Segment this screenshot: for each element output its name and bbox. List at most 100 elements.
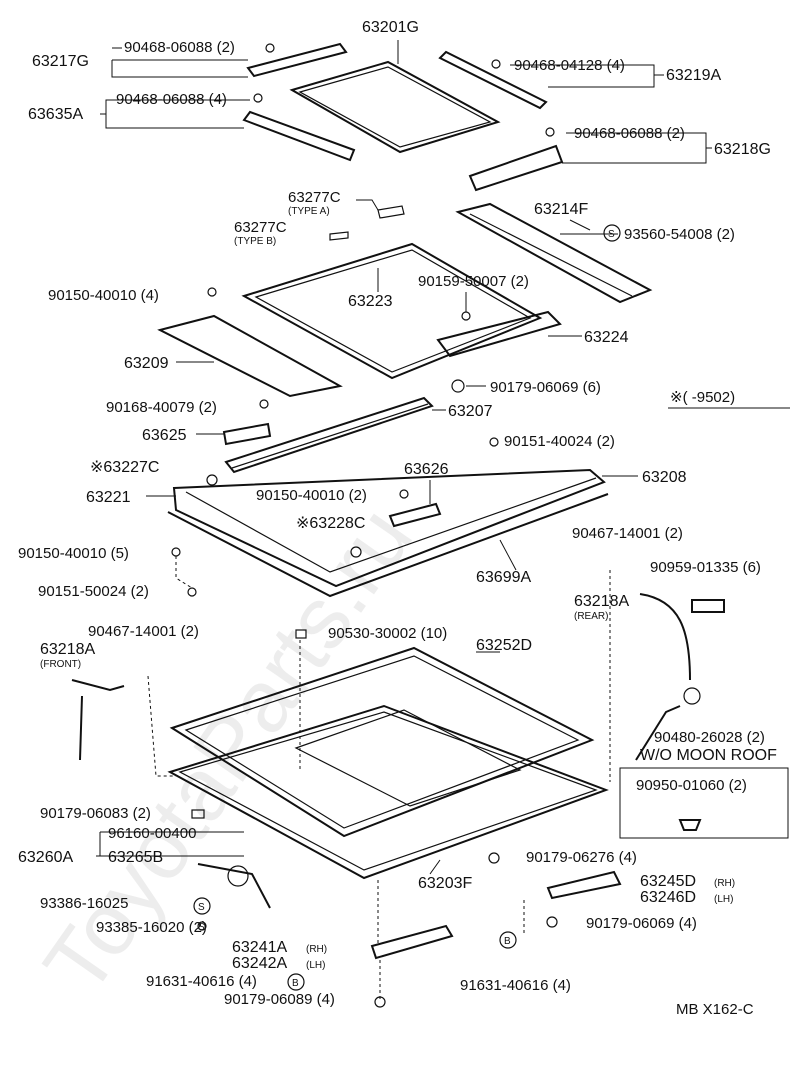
leader-63218G <box>562 132 712 164</box>
link-63209 <box>157 314 343 398</box>
bracket-63626 <box>388 502 442 528</box>
clip-icon <box>265 43 275 53</box>
label-63207: 63207 <box>448 403 493 420</box>
bolt-icon <box>207 287 217 297</box>
s-mark-3: S <box>198 922 205 933</box>
moon-roof-box <box>619 767 789 839</box>
label-63242A: 63242A <box>232 955 287 972</box>
label-90179-06276: 90179-06276 (4) <box>526 849 637 866</box>
leader-63214F <box>569 219 591 231</box>
label-63260A: 63260A <box>18 849 73 866</box>
frame-63223 <box>241 242 543 380</box>
guide-63207 <box>224 396 434 474</box>
label-rh-1: (RH) <box>714 878 735 889</box>
label-90950-01060: 90950-01060 (2) <box>636 777 747 794</box>
label-63625: 63625 <box>142 427 187 444</box>
label-63246D: 63246D <box>640 889 696 906</box>
leader-63635A <box>100 99 250 129</box>
label-lh-1: (LH) <box>714 894 733 905</box>
plug-90950 <box>678 819 702 831</box>
bracket-63224 <box>436 310 562 358</box>
label-63245D: 63245D <box>640 873 696 890</box>
label-63201G: 63201G <box>362 19 419 36</box>
sunroof-glass-drawing <box>289 60 501 154</box>
hose-front <box>71 679 125 692</box>
clip-90530 <box>295 629 307 639</box>
label-93386-16025: 93386-16025 <box>40 895 128 912</box>
nut-icon <box>488 852 500 864</box>
label-63277C-b: 63277C <box>234 219 287 236</box>
housing-63252D <box>169 646 595 838</box>
b-mark-1: B <box>292 978 299 989</box>
bracket-63241A <box>370 924 454 960</box>
frame-63203F <box>167 704 609 880</box>
label-93385-16020: 93385-16020 (2) <box>96 919 207 936</box>
nut-90179-06083 <box>191 809 205 819</box>
mechanism-63260A <box>197 863 271 909</box>
label-90530-30002: 90530-30002 (10) <box>328 625 447 642</box>
label-90179-06089: 90179-06089 (4) <box>224 991 335 1008</box>
label-63228C: ※63228C <box>296 515 365 532</box>
label-90179-06083: 90179-06083 (2) <box>40 805 151 822</box>
label-90151-40024: 90151-40024 (2) <box>504 433 615 450</box>
nut-icon <box>451 379 465 393</box>
leader-63699A <box>499 539 517 571</box>
motor-icon <box>227 865 249 887</box>
label-90467-14001-a: 90467-14001 (2) <box>572 525 683 542</box>
bolt-icon <box>259 399 269 409</box>
track-63699A <box>167 493 609 598</box>
bolt-icon <box>171 547 181 557</box>
label-90150-40010-2: 90150-40010 (2) <box>256 487 367 504</box>
track-63221 <box>172 468 606 588</box>
label-63241A: 63241A <box>232 939 287 956</box>
leader-63203F <box>429 859 441 875</box>
s-mark-icon <box>193 897 211 915</box>
label-63217G: 63217G <box>32 53 89 70</box>
bolt-icon <box>489 437 499 447</box>
leader-63277C-a <box>356 199 379 211</box>
bolt-icon <box>187 587 197 597</box>
label-63221: 63221 <box>86 489 131 506</box>
footer-code: MB X162-C <box>676 1001 754 1018</box>
label-90468-06088-4: 90468-06088 (4) <box>116 91 227 108</box>
leader-63217G <box>111 47 248 78</box>
label-front: (FRONT) <box>40 659 81 670</box>
clip-icon <box>491 59 501 69</box>
label-93560-54008: 93560-54008 (2) <box>624 226 735 243</box>
note-range: ※( -9502) <box>670 389 735 406</box>
label-90468-06088-2b: 90468-06088 (2) <box>574 125 685 142</box>
leader-63219A <box>510 64 664 88</box>
label-63219A: 63219A <box>666 67 721 84</box>
nut-icon <box>546 916 558 928</box>
screw-icon <box>197 921 207 931</box>
grommet-icon <box>683 687 701 705</box>
label-96160-00400: 96160-00400 <box>108 825 196 842</box>
bracket-63245D <box>546 870 622 900</box>
label-wo-moon-roof: W/O MOON ROOF <box>640 747 777 764</box>
b-mark-icon <box>287 973 305 991</box>
clip-icon <box>206 474 218 486</box>
label-63252D: 63252D <box>476 637 532 654</box>
label-91631-40616-b: 91631-40616 (4) <box>460 977 571 994</box>
label-63218A-front: 63218A <box>40 641 95 658</box>
label-63699A: 63699A <box>476 569 531 586</box>
label-63209: 63209 <box>124 355 169 372</box>
rail-63635A <box>242 110 356 162</box>
label-90150-40010-5: 90150-40010 (5) <box>18 545 129 562</box>
label-typeB: (TYPE B) <box>234 236 276 247</box>
label-63218A-rear: 63218A <box>574 593 629 610</box>
hose-front-lower <box>79 695 83 761</box>
label-rh-2: (RH) <box>306 944 327 955</box>
label-91631-40616-a: 91631-40616 (4) <box>146 973 257 990</box>
label-63277C-a: 63277C <box>288 189 341 206</box>
label-90168-40079: 90168-40079 (2) <box>106 399 217 416</box>
label-lh-2: (LH) <box>306 960 325 971</box>
label-90468-06088-2a: 90468-06088 (2) <box>124 39 235 56</box>
hose-rear <box>639 593 691 681</box>
label-typeA: (TYPE A) <box>288 206 330 217</box>
label-90151-50024: 90151-50024 (2) <box>38 583 149 600</box>
leader-63260A <box>96 831 244 857</box>
label-90467-14001-b: 90467-14001 (2) <box>88 623 199 640</box>
rail-63217G <box>246 42 348 78</box>
